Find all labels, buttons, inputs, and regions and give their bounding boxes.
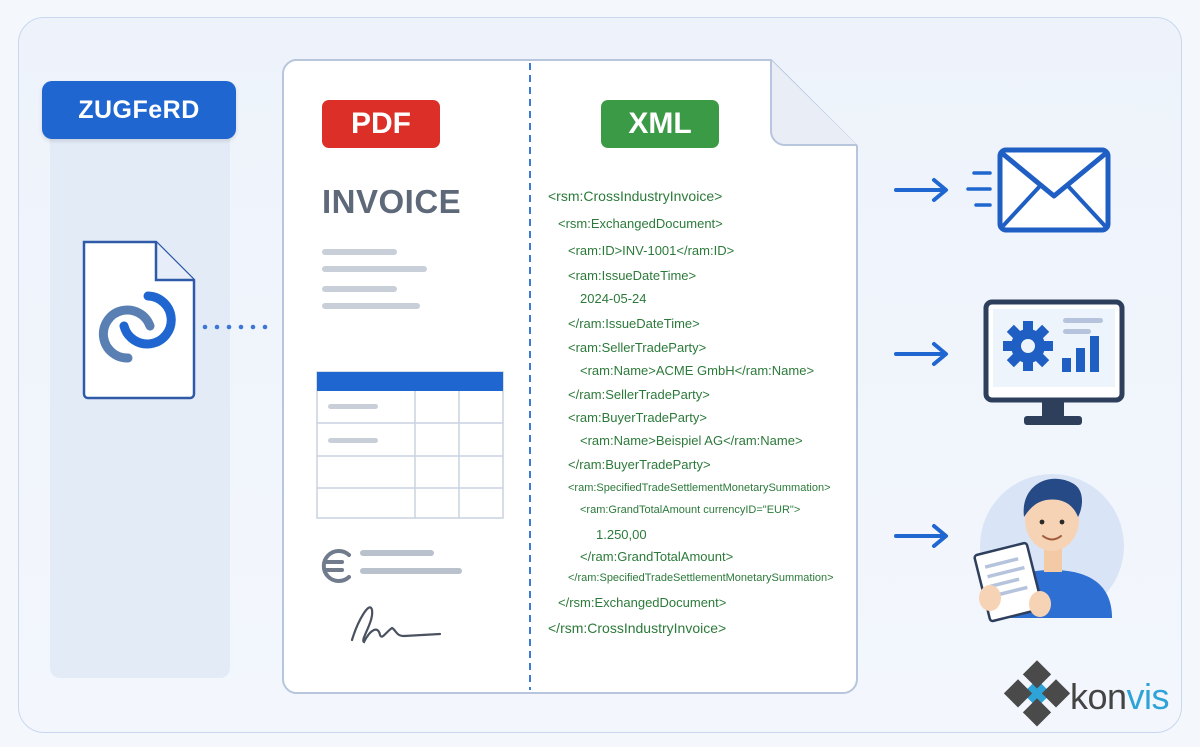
euro-icon — [321, 549, 351, 583]
konvis-logo-text: konvis — [1070, 676, 1170, 718]
arrow-right-icon — [894, 342, 948, 366]
xml-line: <ram:SellerTradeParty> — [568, 340, 707, 355]
invoice-title: INVOICE — [322, 183, 462, 220]
xml-line: 2024-05-24 — [580, 291, 647, 306]
xml-line: <ram:BuyerTradeParty> — [568, 410, 707, 425]
xml-line: <rsm:CrossIndustryInvoice> — [548, 188, 723, 204]
text-placeholder-lines — [322, 249, 427, 309]
signature-icon — [350, 606, 442, 644]
hybrid-invoice-document — [281, 59, 858, 694]
person-reading-icon — [973, 474, 1124, 623]
linked-file-icon — [82, 240, 196, 400]
logo-text-suffix: vis — [1126, 676, 1170, 717]
xml-line: <ram:Name>ACME GmbH</ram:Name> — [580, 363, 815, 378]
arrow-right-icon — [894, 178, 948, 202]
xml-line: </ram:SellerTradeParty> — [568, 387, 710, 402]
xml-line: </ram:GrandTotalAmount> — [580, 549, 734, 564]
xml-line: <rsm:ExchangedDocument> — [558, 216, 723, 231]
xml-badge: XML — [601, 100, 719, 148]
logo-text-prefix: kon — [1070, 676, 1127, 717]
xml-line: <ram:GrandTotalAmount currencyID="EUR"> — [580, 504, 801, 516]
pdf-badge: PDF — [322, 100, 440, 148]
xml-line: <ram:IssueDateTime> — [568, 268, 697, 283]
email-icon — [966, 147, 1111, 233]
total-placeholder-lines — [360, 550, 462, 574]
xml-line: <ram:SpecifiedTradeSettlementMonetarySum… — [568, 482, 831, 494]
xml-line: </rsm:ExchangedDocument> — [558, 595, 727, 610]
dotted-connector — [202, 324, 268, 330]
konvis-logo-icon — [1003, 660, 1071, 727]
zugferd-badge: ZUGFeRD — [42, 81, 236, 139]
invoice-table — [316, 371, 504, 519]
monitor-analytics-icon — [983, 299, 1125, 425]
xml-line: </rsm:CrossIndustryInvoice> — [548, 620, 727, 636]
xml-line: </ram:SpecifiedTradeSettlementMonetarySu… — [568, 572, 834, 584]
xml-line: </ram:IssueDateTime> — [568, 316, 700, 331]
xml-line: <ram:ID>INV-1001</ram:ID> — [568, 243, 735, 258]
xml-line: </ram:BuyerTradeParty> — [568, 457, 711, 472]
xml-line: 1.250,00 — [596, 527, 647, 542]
xml-line: <ram:Name>Beispiel AG</ram:Name> — [580, 433, 803, 448]
arrow-right-icon — [894, 524, 948, 548]
